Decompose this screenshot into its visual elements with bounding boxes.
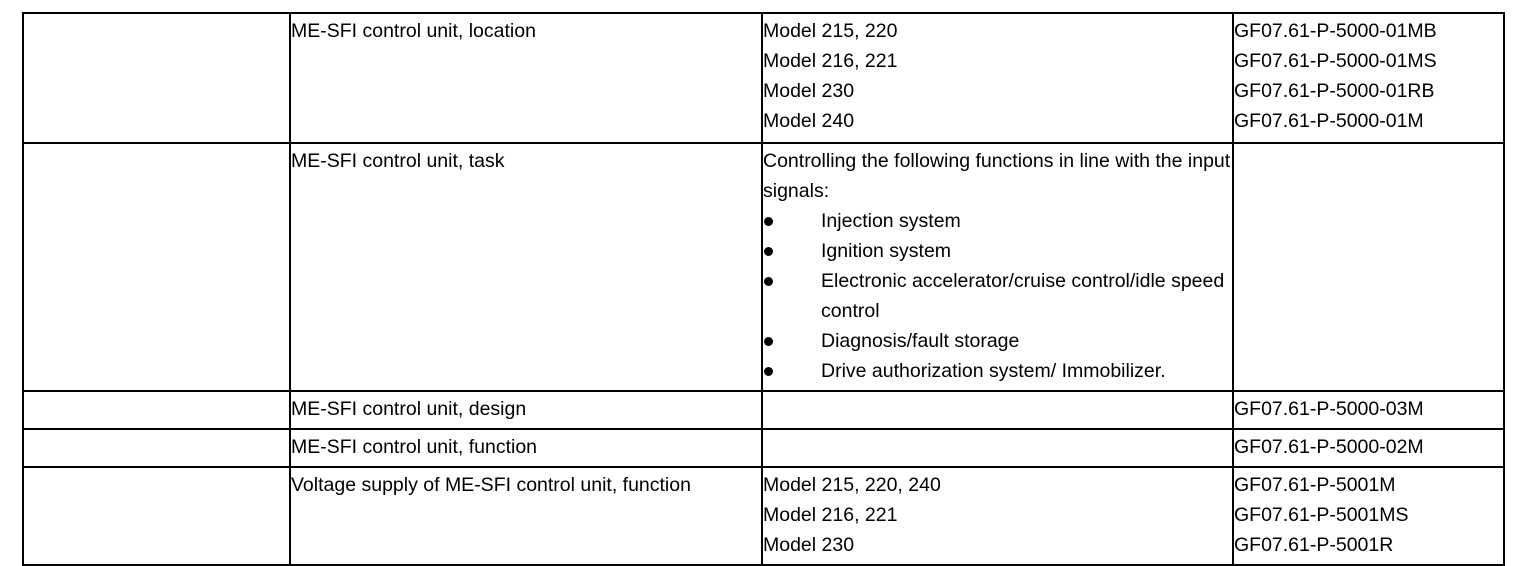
row-index-cell [22, 428, 291, 468]
row-models-cell: Model 215, 220 Model 216, 221 Model 230 … [761, 12, 1234, 144]
row-index-cell [22, 390, 291, 430]
reference-code: GF07.61-P-5001MS [1234, 504, 1409, 526]
list-item-label: Electronic accelerator/cruise control/id… [821, 270, 1225, 322]
row-index-cell [22, 12, 291, 144]
row-models-cell: Model 215, 220, 240 Model 216, 221 Model… [761, 466, 1234, 566]
bullet-point-icon [764, 337, 773, 346]
table-row: ME-SFI control unit, location Model 215,… [22, 12, 1505, 144]
row-index-cell [22, 466, 291, 566]
reference-code: GF07.61-P-5000-01MB [1234, 20, 1437, 42]
model-line: Model 240 [763, 110, 855, 132]
list-item: Diagnosis/fault storage [763, 326, 1232, 356]
list-item-label: Diagnosis/fault storage [821, 330, 1020, 352]
row-topic-cell: ME-SFI control unit, location [289, 12, 763, 144]
reference-code: GF07.61-P-5000-01RB [1234, 80, 1435, 102]
row-topic-label: ME-SFI control unit, location [291, 20, 536, 42]
table-row: ME-SFI control unit, function GF07.61-P-… [22, 428, 1505, 468]
row-topic-label: Voltage supply of ME-SFI control unit, f… [291, 474, 691, 496]
description-intro: Controlling the following functions in l… [763, 150, 1231, 202]
reference-code: GF07.61-P-5001R [1234, 534, 1394, 556]
row-topic-label: ME-SFI control unit, function [291, 436, 538, 458]
list-item: Ignition system [763, 236, 1232, 266]
bullet-point-icon [764, 367, 773, 376]
document-page: ME-SFI control unit, location Model 215,… [22, 12, 1505, 566]
row-topic-cell: Voltage supply of ME-SFI control unit, f… [289, 466, 763, 566]
bullet-point-icon [764, 247, 773, 256]
bullet-point-icon [764, 277, 773, 286]
row-references-cell: GF07.61-P-5000-02M [1232, 428, 1505, 468]
list-item: Injection system [763, 206, 1232, 236]
row-references-cell: GF07.61-P-5001M GF07.61-P-5001MS GF07.61… [1232, 466, 1505, 566]
reference-code: GF07.61-P-5000-01MS [1234, 50, 1437, 72]
row-models-cell [761, 428, 1234, 468]
model-line: Model 215, 220 [763, 20, 898, 42]
row-topic-cell: ME-SFI control unit, task [289, 142, 763, 392]
model-line: Model 216, 221 [763, 504, 898, 526]
row-references-cell: GF07.61-P-5000-03M [1232, 390, 1505, 430]
row-index-cell [22, 142, 291, 392]
reference-code: GF07.61-P-5001M [1234, 474, 1396, 496]
row-description-cell: Controlling the following functions in l… [761, 142, 1234, 392]
reference-code: GF07.61-P-5000-03M [1234, 398, 1424, 420]
model-line: Model 230 [763, 80, 855, 102]
list-item-label: Drive authorization system/ Immobilizer. [821, 360, 1166, 382]
row-models-cell [761, 390, 1234, 430]
table-row: Voltage supply of ME-SFI control unit, f… [22, 466, 1505, 566]
reference-code: GF07.61-P-5000-02M [1234, 436, 1424, 458]
list-item: Drive authorization system/ Immobilizer. [763, 356, 1232, 386]
list-item-label: Ignition system [821, 240, 952, 262]
table-row: ME-SFI control unit, design GF07.61-P-50… [22, 390, 1505, 430]
bullet-point-icon [764, 217, 773, 226]
row-topic-cell: ME-SFI control unit, design [289, 390, 763, 430]
row-topic-label: ME-SFI control unit, design [291, 398, 527, 420]
row-references-cell [1232, 142, 1505, 392]
model-line: Model 230 [763, 534, 855, 556]
model-line: Model 215, 220, 240 [763, 474, 941, 496]
reference-code: GF07.61-P-5000-01M [1234, 110, 1424, 132]
model-line: Model 216, 221 [763, 50, 898, 72]
table-row: ME-SFI control unit, task Controlling th… [22, 142, 1505, 392]
list-item-label: Injection system [821, 210, 961, 232]
list-item: Electronic accelerator/cruise control/id… [763, 266, 1232, 326]
function-bullet-list: Injection system Ignition system Electro… [763, 206, 1232, 386]
specification-table: ME-SFI control unit, location Model 215,… [22, 12, 1505, 566]
row-references-cell: GF07.61-P-5000-01MB GF07.61-P-5000-01MS … [1232, 12, 1505, 144]
row-topic-label: ME-SFI control unit, task [291, 150, 505, 172]
row-topic-cell: ME-SFI control unit, function [289, 428, 763, 468]
